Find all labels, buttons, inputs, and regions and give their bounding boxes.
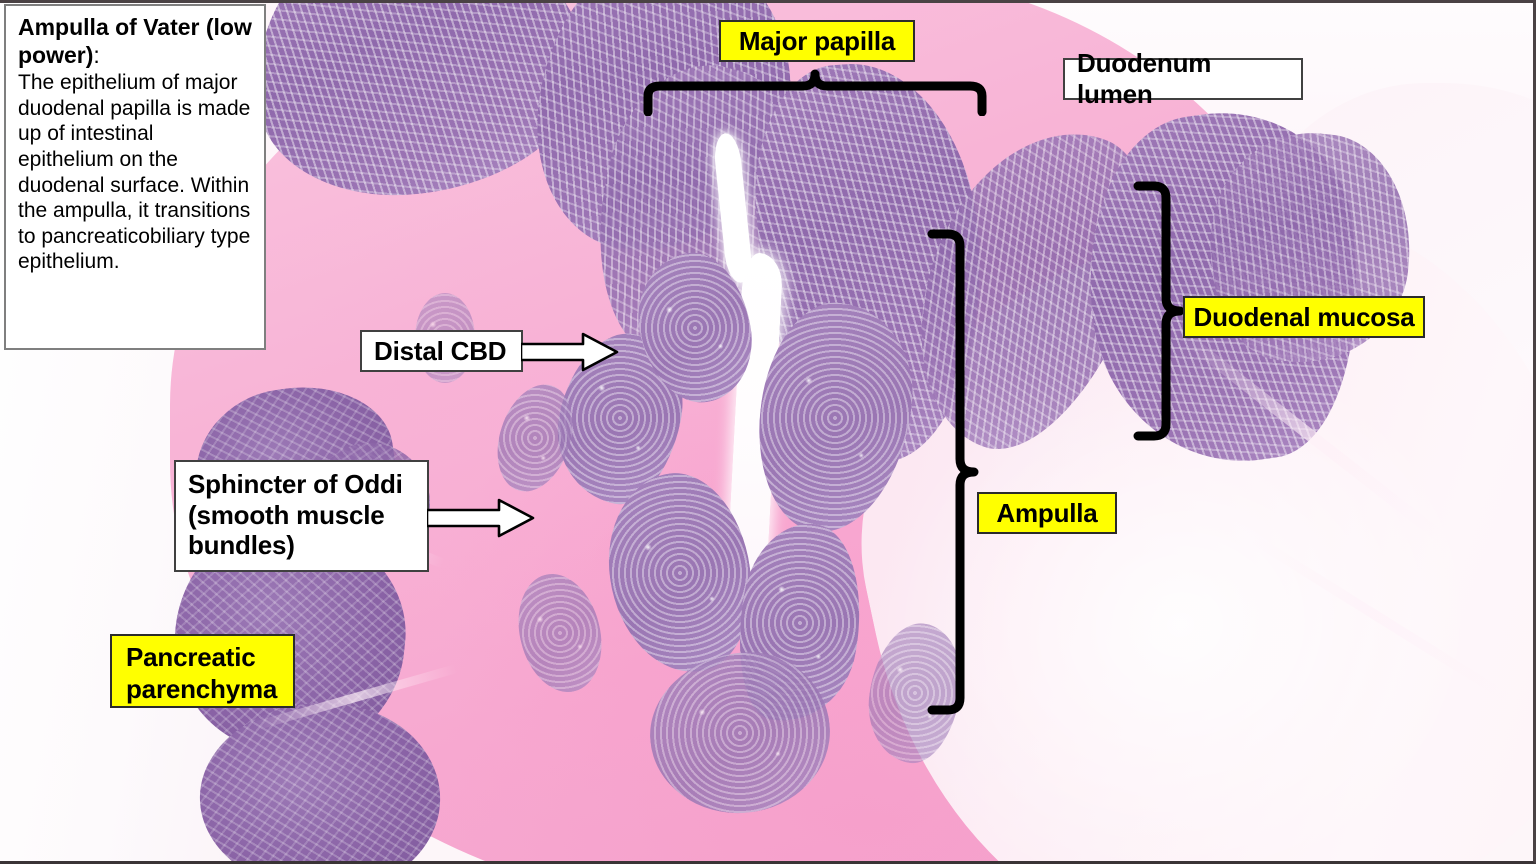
label-duodenal-mucosa-text: Duodenal mucosa xyxy=(1193,301,1415,332)
duodenal-mucosa-valley xyxy=(879,98,1181,478)
label-pancreatic-line-1: Pancreatic xyxy=(126,642,256,672)
eosinophilic-stroma-sphincter xyxy=(170,3,1350,861)
ampullary-lumen xyxy=(726,252,784,584)
pancreatic-lobule-lower xyxy=(193,694,447,861)
periductal-gland-cluster-1 xyxy=(543,322,697,514)
label-duodenum-lumen: Duodenum lumen xyxy=(1063,48,1303,109)
duodenal-lumen-space-right xyxy=(930,3,1533,263)
duodenal-mucosa-upper-left xyxy=(242,3,598,210)
periductal-gland-cluster-2 xyxy=(627,244,763,412)
distal-cbd-lumen-upper xyxy=(712,132,754,284)
periductal-gland-cluster-6 xyxy=(643,645,837,821)
fibrous-septum-3 xyxy=(1181,332,1449,546)
periductal-gland-cluster-4 xyxy=(596,464,764,682)
note-body: The epithelium of major duodenal papilla… xyxy=(18,71,251,274)
label-sphincter-line-2: (smooth muscle xyxy=(188,499,385,530)
note-title: Ampulla of Vater (low power): xyxy=(18,14,252,68)
explanatory-note: Ampulla of Vater (low power): The epithe… xyxy=(4,4,266,350)
periductal-gland-cluster-7 xyxy=(484,374,586,502)
periductal-gland-cluster-9 xyxy=(860,617,970,769)
periductal-gland-cluster-8 xyxy=(506,565,614,701)
label-sphincter-of-oddi: Sphincter of Oddi (smooth muscle bundles… xyxy=(174,460,429,572)
pale-adipose-submucosa-right xyxy=(808,165,1533,861)
label-distal-cbd: Distal CBD xyxy=(360,330,523,372)
label-duodenum-lumen-text: Duodenum lumen xyxy=(1077,48,1212,109)
fibrous-septum-4 xyxy=(1250,534,1510,702)
label-ampulla-text: Ampulla xyxy=(996,497,1098,528)
duodenal-mucosa-right-wall xyxy=(1066,95,1384,481)
label-pancreatic-parenchyma: Pancreatic parenchyma xyxy=(110,634,295,708)
label-distal-cbd-text: Distal CBD xyxy=(374,335,507,366)
note-title-colon: : xyxy=(93,41,100,68)
label-major-papilla-text: Major papilla xyxy=(738,25,896,56)
papilla-mucosa-central-fold xyxy=(746,55,994,471)
label-sphincter-line-1: Sphincter of Oddi xyxy=(188,469,403,499)
pale-submucosa-upper-right xyxy=(1233,83,1533,503)
periductal-gland-cluster-5 xyxy=(723,514,877,732)
label-major-papilla: Major papilla xyxy=(719,20,915,62)
periductal-gland-cluster-3 xyxy=(748,295,922,541)
label-pancreatic-line-2: parenchyma xyxy=(126,673,278,704)
label-ampulla: Ampulla xyxy=(977,492,1117,534)
label-duodenal-mucosa: Duodenal mucosa xyxy=(1183,296,1425,338)
label-sphincter-line-3: bundles) xyxy=(188,530,295,561)
papilla-mucosa-left-fold xyxy=(566,45,814,381)
